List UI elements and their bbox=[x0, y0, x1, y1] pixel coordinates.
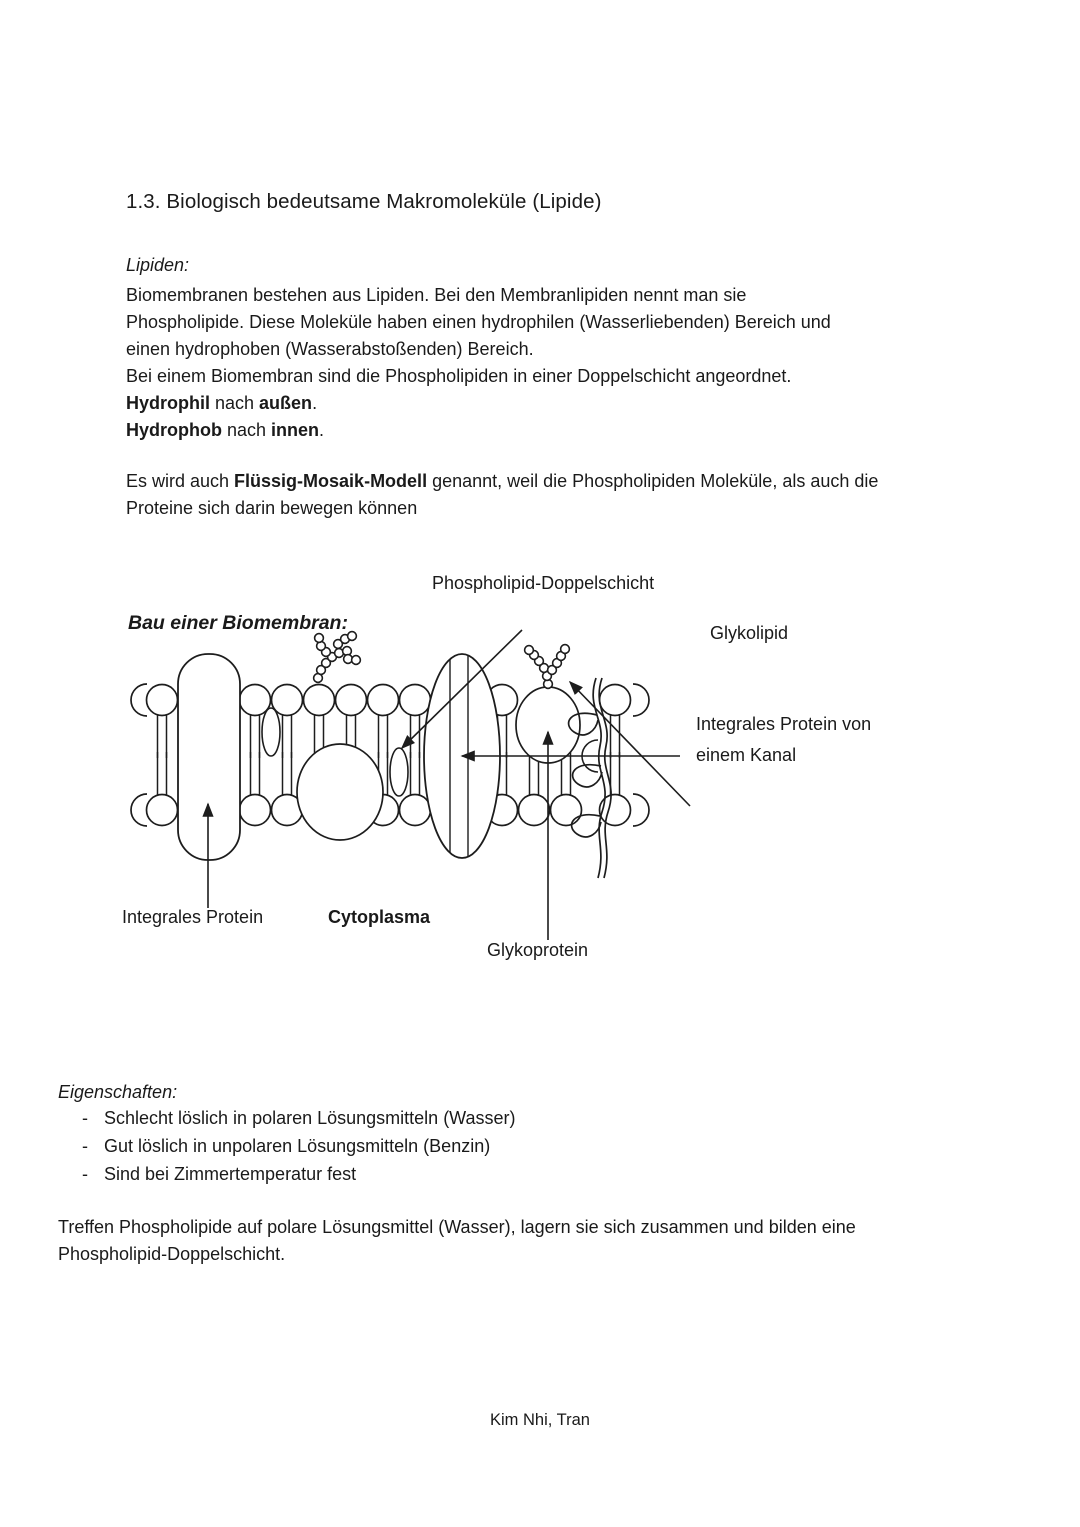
eigenschaften-label: Eigenschaften: bbox=[58, 1082, 178, 1102]
list-item-text: Gut löslich in unpolaren Lösungsmitteln … bbox=[104, 1136, 491, 1156]
membrane-lipid-bilayer bbox=[130, 630, 650, 879]
lipiden-label: Lipiden: bbox=[126, 255, 190, 275]
list-item-text: Sind bei Zimmertemperatur fest bbox=[104, 1164, 357, 1184]
footer-author: Kim Nhi, Tran bbox=[490, 1411, 590, 1429]
lipid-edge-right bbox=[632, 683, 650, 827]
glycoprotein-chain bbox=[567, 677, 612, 879]
glycolipid-sugar-chain-right bbox=[523, 643, 571, 690]
hydrophob-mid: nach bbox=[222, 420, 272, 440]
label-channel-protein-line1: Integrales Protein von bbox=[696, 714, 872, 734]
lipid-head-upper bbox=[145, 683, 179, 759]
diagram-leader-lines bbox=[202, 629, 691, 940]
paragraph-line: Phospholipide. Diese Moleküle haben eine… bbox=[126, 312, 831, 332]
fluessig-mosaik-line: Proteine sich darin bewegen können bbox=[126, 498, 418, 518]
closing-paragraph-line: Treffen Phospholipide auf polare Lösungs… bbox=[58, 1217, 856, 1237]
fluessig-mosaik-modell-term: Flüssig-Mosaik-Modell bbox=[234, 471, 428, 491]
paragraph-line: Bei einem Biomembran sind die Phospholip… bbox=[126, 366, 792, 386]
sterol-molecule bbox=[389, 747, 409, 797]
innen-term: innen bbox=[271, 420, 320, 440]
bullet-dash: - bbox=[82, 1164, 88, 1184]
hydrophob-end: . bbox=[319, 420, 325, 440]
peripheral-protein bbox=[296, 743, 384, 841]
biomembrane-diagram bbox=[0, 560, 1080, 990]
diagram-title: Bau einer Biomembran: bbox=[128, 612, 348, 634]
lipid-edge-left bbox=[130, 683, 148, 827]
lipid-head-lower bbox=[238, 751, 272, 827]
label-glycolipid: Glykolipid bbox=[710, 623, 789, 643]
list-item-text: Schlecht löslich in polaren Lösungsmitte… bbox=[104, 1108, 516, 1128]
paragraph-line: Biomembranen bestehen aus Lipiden. Bei d… bbox=[126, 285, 747, 305]
list-item: -Gut löslich in unpolaren Lösungsmitteln… bbox=[58, 1136, 490, 1157]
paragraph-line: einen hydrophoben (Wasserabstoßenden) Be… bbox=[126, 339, 534, 359]
list-item: -Sind bei Zimmertemperatur fest bbox=[58, 1164, 356, 1185]
leader-phospholipid-bilayer bbox=[400, 629, 523, 750]
lipid-head-upper bbox=[366, 683, 400, 759]
hydrophob-term: Hydrophob bbox=[126, 420, 222, 440]
list-item: -Schlecht löslich in polaren Lösungsmitt… bbox=[58, 1108, 516, 1129]
bullet-dash: - bbox=[82, 1136, 88, 1156]
lipid-head-lower bbox=[145, 751, 179, 827]
fmm-post: genannt, weil die Phospholipiden Molekül… bbox=[427, 471, 879, 491]
hydrophil-term: Hydrophil bbox=[126, 393, 210, 413]
hydrophil-mid: nach bbox=[210, 393, 260, 413]
closing-paragraph-line: Phospholipid-Doppelschicht. bbox=[58, 1244, 286, 1264]
aussen-term: außen bbox=[259, 393, 313, 413]
hydrophob-line: Hydrophob nach innen. bbox=[126, 417, 324, 444]
hydrophil-end: . bbox=[312, 393, 318, 413]
label-cytoplasm: Cytoplasma bbox=[328, 907, 431, 927]
hydrophil-line: Hydrophil nach außen. bbox=[126, 390, 317, 417]
label-channel-protein-line2: einem Kanal bbox=[696, 745, 797, 765]
fmm-pre: Es wird auch bbox=[126, 471, 235, 491]
leader-glycolipid bbox=[568, 680, 691, 807]
page-title: 1.3. Biologisch bedeutsame Makromoleküle… bbox=[126, 190, 602, 213]
label-integral-protein: Integrales Protein bbox=[122, 907, 264, 927]
sterol-molecule bbox=[261, 707, 281, 757]
bullet-dash: - bbox=[82, 1108, 88, 1128]
integral-protein-shape bbox=[177, 653, 241, 861]
fluessig-mosaik-line: Es wird auch Flüssig-Mosaik-Modell genan… bbox=[126, 468, 878, 495]
glycolipid-sugar-chain-left bbox=[312, 630, 362, 684]
lipid-head-lower bbox=[549, 751, 583, 827]
label-phospholipid-bilayer: Phospholipid-Doppelschicht bbox=[432, 573, 655, 593]
label-glycoprotein: Glykoprotein bbox=[487, 940, 589, 960]
